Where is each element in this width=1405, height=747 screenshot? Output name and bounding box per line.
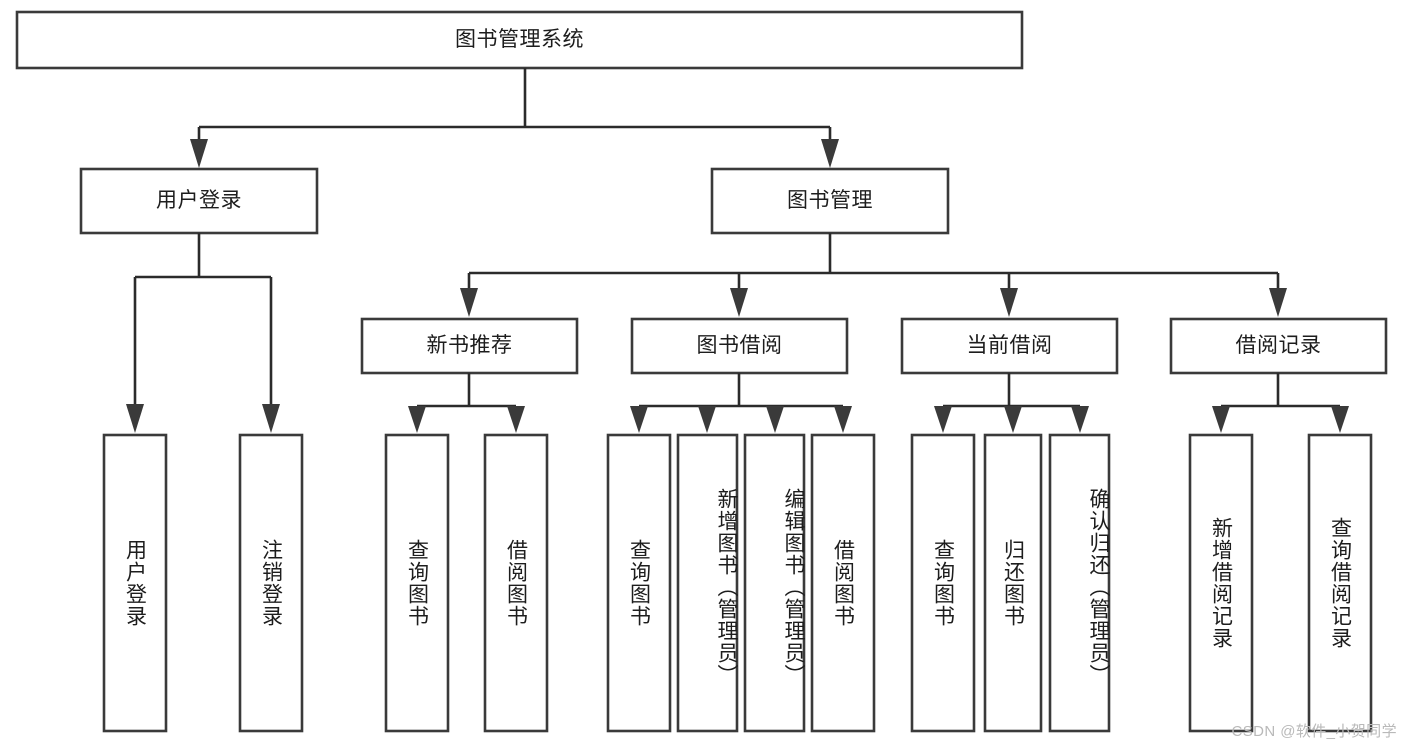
node-box-leaf-add-book-admin[interactable] <box>676 433 739 733</box>
node-box-leaf-query-book-2[interactable] <box>606 433 672 733</box>
node-box-leaf-borrow-book-1[interactable] <box>483 433 549 733</box>
node-box-leaf-query-book-3[interactable] <box>910 433 976 733</box>
node-box-current-borrow[interactable] <box>900 317 1119 375</box>
node-box-leaf-query-borrow-record[interactable] <box>1307 433 1373 733</box>
arrow-borrowrecord-leaf-1 <box>1212 406 1230 433</box>
arrow-newbook-leaf-2 <box>507 406 525 433</box>
node-box-book-borrow[interactable] <box>630 317 849 375</box>
node-box-user-login[interactable] <box>79 167 319 235</box>
arrow-currentborrow-leaf-2 <box>1004 406 1022 433</box>
arrow-bookborrow-leaf-4 <box>834 406 852 433</box>
arrow-bookmgmt-to-book-borrow <box>730 288 748 317</box>
arrow-currentborrow-leaf-1 <box>934 406 952 433</box>
node-box-leaf-add-borrow-record[interactable] <box>1188 433 1254 733</box>
node-box-root[interactable] <box>15 10 1024 70</box>
node-box-leaf-return-book[interactable] <box>983 433 1043 733</box>
arrow-userlogin-leaf-2 <box>262 404 280 433</box>
arrow-newbook-leaf-1 <box>408 406 426 433</box>
node-box-book-management[interactable] <box>710 167 950 235</box>
node-box-leaf-query-book-1[interactable] <box>384 433 450 733</box>
node-box-new-book-recommend[interactable] <box>360 317 579 375</box>
arrow-borrowrecord-leaf-2 <box>1331 406 1349 433</box>
node-box-leaf-user-login[interactable] <box>102 433 168 733</box>
arrow-bookborrow-leaf-1 <box>630 406 648 433</box>
node-box-leaf-edit-book-admin[interactable] <box>743 433 806 733</box>
node-box-leaf-borrow-book-2[interactable] <box>810 433 876 733</box>
arrow-bookborrow-leaf-2 <box>698 406 716 433</box>
arrow-bookmgmt-to-borrow-record <box>1269 288 1287 317</box>
arrow-bookmgmt-to-current-borrow <box>1000 288 1018 317</box>
node-box-borrow-record[interactable] <box>1169 317 1388 375</box>
arrow-root-to-user-login <box>190 139 208 168</box>
arrow-bookmgmt-to-new-book-recommend <box>460 288 478 317</box>
node-box-leaf-confirm-return-admin[interactable] <box>1048 433 1111 733</box>
node-box-leaf-logout[interactable] <box>238 433 304 733</box>
arrow-bookborrow-leaf-3 <box>766 406 784 433</box>
arrow-userlogin-leaf-1 <box>126 404 144 433</box>
arrow-root-to-book-management <box>821 139 839 168</box>
arrow-currentborrow-leaf-3 <box>1071 406 1089 433</box>
